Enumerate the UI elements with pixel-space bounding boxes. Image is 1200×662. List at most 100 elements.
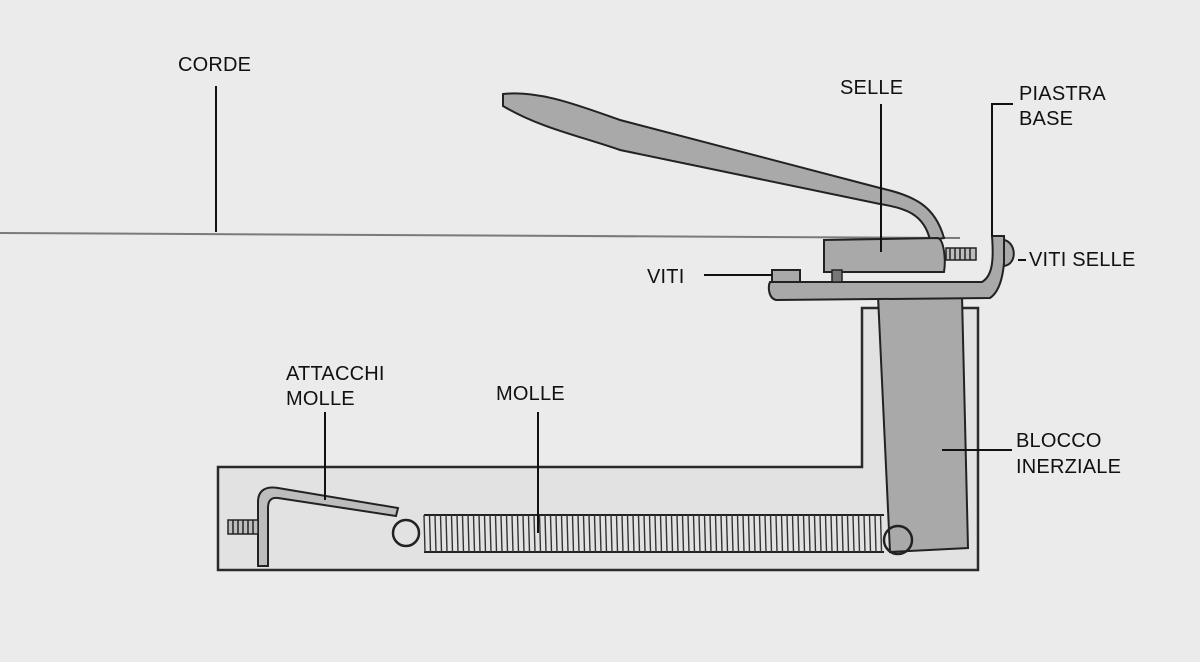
spring-coil (874, 514, 877, 553)
spring-coil (434, 514, 437, 553)
spring-coil (879, 514, 883, 553)
spring-coil (775, 514, 778, 553)
spring-coil (764, 514, 767, 553)
spring-coil (703, 514, 707, 553)
spring-coil (824, 514, 828, 553)
label-viti-selle: VITI SELLE (1029, 249, 1136, 271)
spring-coil (857, 514, 861, 553)
spring-coil (670, 514, 674, 553)
spring-coil (846, 514, 850, 553)
spring-coil (841, 514, 844, 553)
spring-coil (725, 514, 729, 553)
spring-coil (615, 514, 619, 553)
spring-coil (500, 514, 503, 553)
spring-coil (555, 514, 558, 553)
spring-coil (533, 514, 536, 553)
spring-coil (813, 514, 817, 553)
spring-coil (566, 514, 569, 553)
body-cavity (216, 306, 980, 572)
spring-coil (423, 514, 426, 553)
spring-coil (428, 514, 432, 553)
spring-coil (852, 514, 855, 553)
spring-loop-left (391, 518, 421, 548)
spring-coil (599, 514, 602, 553)
spring-coil (802, 514, 806, 553)
spring-coil (797, 514, 800, 553)
spring (423, 514, 884, 553)
spring-coil (868, 514, 872, 553)
spring-coil (439, 514, 443, 553)
spring-coil (637, 514, 641, 553)
spring-coil (791, 514, 795, 553)
spring-coil (731, 514, 734, 553)
pivot-screw (771, 269, 801, 283)
spring-coil (819, 514, 822, 553)
string-line (0, 232, 961, 239)
spring-coil (786, 514, 789, 553)
spring-coil (483, 514, 487, 553)
spring-loop-right (882, 524, 914, 556)
saddle-screw-head (1003, 238, 1015, 268)
spring-coil (654, 514, 657, 553)
spring-coil (549, 514, 553, 553)
spring-coil (621, 514, 624, 553)
base-plate (767, 235, 1006, 302)
spring-coil (456, 514, 459, 553)
spring-coil (692, 514, 696, 553)
spring-coil (538, 514, 542, 553)
spring-coil (632, 514, 635, 553)
leader-piastra-base (991, 103, 1013, 236)
spring-coil (461, 514, 465, 553)
spring-coil (571, 514, 575, 553)
label-attacchi-molle-1: ATTACCHI (286, 363, 385, 385)
spring-coil (445, 514, 448, 553)
label-corde: CORDE (178, 54, 252, 76)
label-blocco-inerziale-1: BLOCCO (1016, 430, 1102, 452)
spring-coil (747, 514, 751, 553)
spring-coil (472, 514, 476, 553)
spring-coil (489, 514, 492, 553)
label-piastra-base-1: PIASTRA (1019, 83, 1106, 105)
spring-coil (676, 514, 679, 553)
spring-coil (588, 514, 591, 553)
spring-coil (769, 514, 773, 553)
spring-coil (450, 514, 454, 553)
spring-coil (505, 514, 509, 553)
spring-coil (610, 514, 613, 553)
spring-coil (604, 514, 608, 553)
spring-coil (720, 514, 723, 553)
spring-coil (544, 514, 547, 553)
spring-coil (665, 514, 668, 553)
spring-coil (863, 514, 866, 553)
spring-coil (522, 514, 525, 553)
saddle (823, 236, 946, 273)
spring-coil (758, 514, 762, 553)
spring-coil (830, 514, 833, 553)
inertia-block (876, 295, 970, 554)
label-selle: SELLE (840, 77, 904, 99)
spring-coil (742, 514, 745, 553)
label-attacchi-molle-2: MOLLE (286, 388, 355, 410)
spring-coil (511, 514, 514, 553)
spring-coil (648, 514, 652, 553)
label-viti: VITI (647, 266, 685, 288)
spring-coil (593, 514, 597, 553)
tremolo-arm (502, 92, 946, 242)
spring-claw (257, 486, 400, 567)
spring-coil (687, 514, 690, 553)
label-blocco-inerziale-2: INERZIALE (1016, 456, 1122, 478)
spring-coil (714, 514, 718, 553)
saddle-height-screw (831, 269, 843, 283)
spring-coil (560, 514, 564, 553)
spring-coil (659, 514, 663, 553)
spring-coil (698, 514, 701, 553)
spring-coil (709, 514, 712, 553)
spring-coil (780, 514, 784, 553)
spring-coil (808, 514, 811, 553)
label-molle: MOLLE (496, 383, 565, 405)
spring-coil (478, 514, 481, 553)
spring-coil (577, 514, 580, 553)
label-piastra-base-2: BASE (1019, 108, 1074, 130)
